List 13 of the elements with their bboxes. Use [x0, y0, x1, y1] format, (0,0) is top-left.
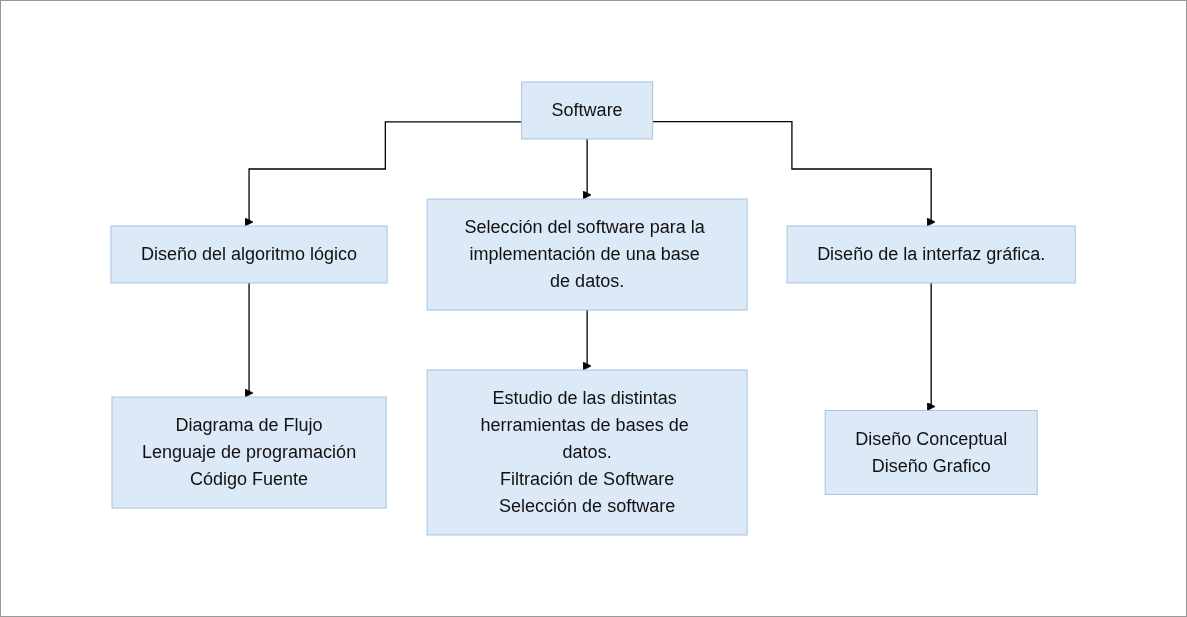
- node-box: Estudio de las distintas herramientas de bases de datos. Filtración de Software Selección de software: [427, 369, 748, 536]
- node-box: Selección del software para la implementación de una base de datos.: [427, 198, 748, 311]
- arrow: [583, 309, 592, 371]
- arrow: [583, 138, 592, 200]
- arrow: [652, 121, 936, 227]
- node-box: Diseño del algoritmo lógico: [110, 225, 388, 284]
- node-box: Diagrama de Flujo Lenguaje de programación Código Fuente: [111, 396, 387, 509]
- arrow: [245, 282, 254, 398]
- node-box: Diseño de la interfaz gráfica.: [787, 225, 1077, 284]
- node-box: Software: [521, 81, 654, 140]
- arrow: [245, 121, 523, 227]
- node-box: Diseño Conceptual Diseño Grafico: [825, 410, 1039, 495]
- arrow: [927, 282, 936, 411]
